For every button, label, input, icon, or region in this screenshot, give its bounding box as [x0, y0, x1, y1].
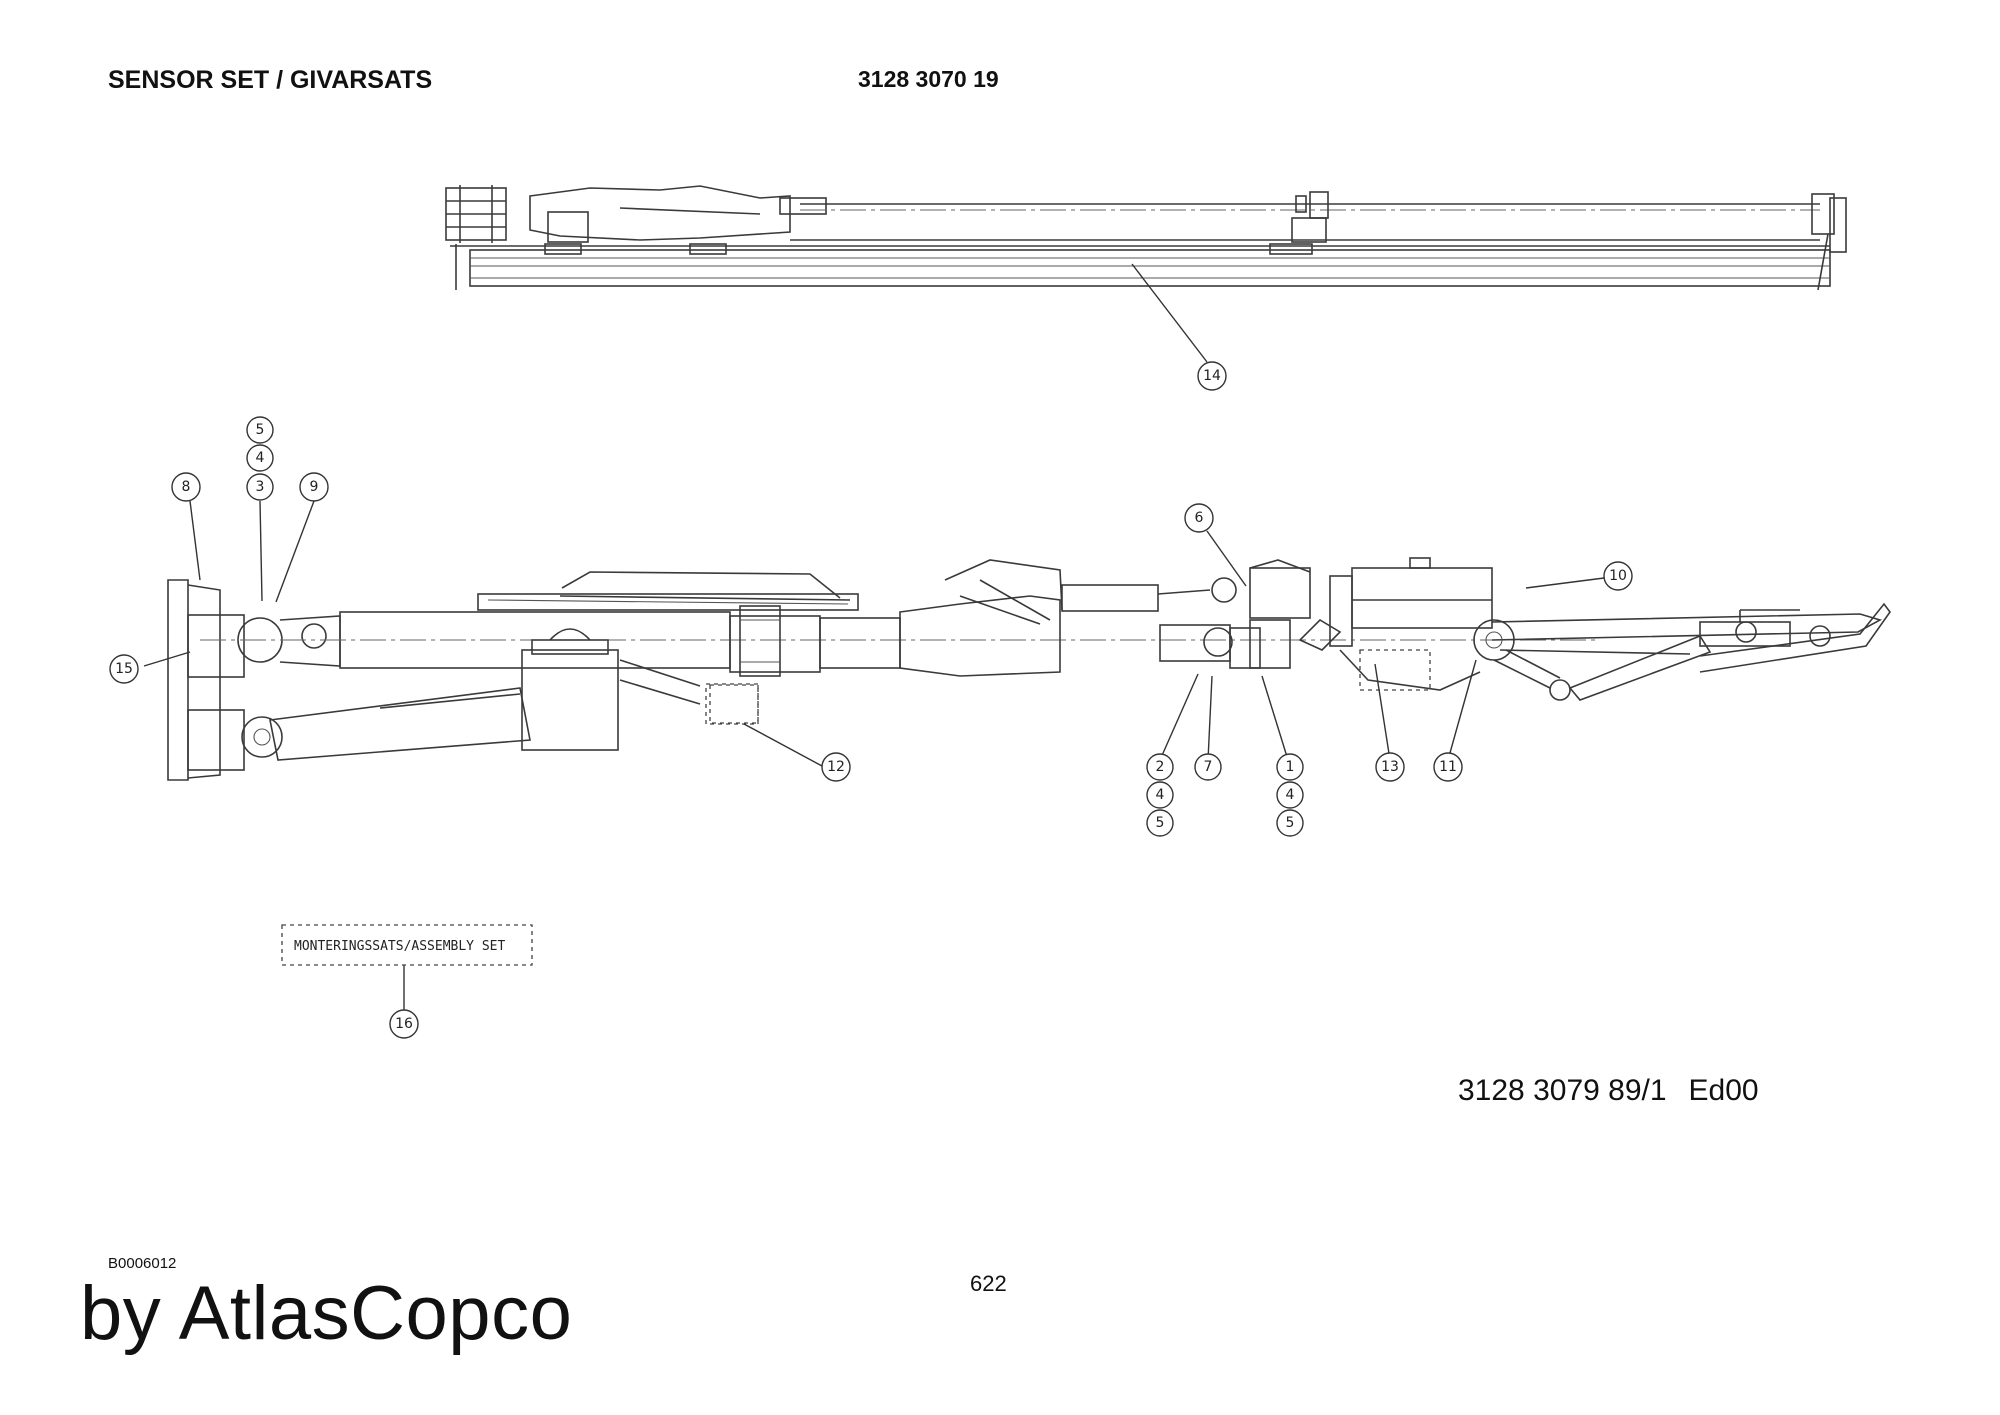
- svg-text:5: 5: [1286, 815, 1295, 831]
- svg-text:3: 3: [256, 479, 265, 495]
- svg-text:9: 9: [310, 479, 319, 495]
- balloon-4-top: 4: [246, 444, 274, 472]
- svg-text:12: 12: [827, 759, 845, 775]
- balloon-7: 7: [1194, 753, 1222, 781]
- image-id: B0006012: [108, 1255, 177, 1272]
- boom-side-view: [167, 557, 1891, 781]
- balloon-1: 1: [1276, 753, 1304, 781]
- svg-text:14: 14: [1203, 368, 1221, 384]
- balloon-5-top: 5: [246, 416, 274, 444]
- part-number: 3128 3070 19: [858, 66, 999, 92]
- balloon-6: 6: [1184, 503, 1214, 533]
- drawing-edition: Ed00: [1688, 1074, 1759, 1107]
- balloon-11: 11: [1433, 752, 1463, 782]
- leader-lines: [143, 263, 1605, 1010]
- svg-text:16: 16: [395, 1016, 413, 1032]
- balloon-10: 10: [1603, 561, 1633, 591]
- feed-beam-top-view: [445, 185, 1847, 291]
- svg-text:4: 4: [1156, 787, 1165, 803]
- document-title: SENSOR SET / GIVARSATS: [108, 66, 433, 94]
- page-number: 622: [970, 1271, 1007, 1296]
- balloon-14: 14: [1197, 361, 1227, 391]
- balloon-15: 15: [109, 654, 139, 684]
- balloon-4-left: 4: [1146, 781, 1174, 809]
- balloon-13: 13: [1375, 752, 1405, 782]
- balloon-8: 8: [171, 472, 201, 502]
- balloon-12: 12: [821, 752, 851, 782]
- assembly-set-label: MONTERINGSSATS/ASSEMBLY SET: [294, 939, 505, 954]
- svg-text:8: 8: [182, 479, 191, 495]
- drawing-reference: 3128 3079 89/1 Ed00: [1458, 1074, 1759, 1108]
- svg-text:7: 7: [1204, 759, 1213, 775]
- brand-footer: by AtlasCopco: [80, 1271, 573, 1356]
- balloon-4-right: 4: [1276, 781, 1304, 809]
- svg-text:10: 10: [1609, 568, 1627, 584]
- balloon-16: 16: [389, 1009, 419, 1039]
- balloon-9: 9: [299, 472, 329, 502]
- part-12-outline: [705, 683, 759, 725]
- svg-text:11: 11: [1439, 759, 1457, 775]
- assembly-set-box: MONTERINGSSATS/ASSEMBLY SET: [281, 924, 533, 966]
- svg-text:15: 15: [115, 661, 133, 677]
- svg-text:13: 13: [1381, 759, 1399, 775]
- svg-text:2: 2: [1156, 759, 1165, 775]
- svg-text:1: 1: [1286, 759, 1295, 775]
- balloon-2: 2: [1146, 753, 1174, 781]
- svg-text:5: 5: [256, 422, 265, 438]
- svg-text:4: 4: [1286, 787, 1295, 803]
- drawing-number: 3128 3079 89/1: [1458, 1074, 1667, 1107]
- balloon-3: 3: [246, 473, 274, 501]
- balloon-5-right: 5: [1276, 809, 1304, 837]
- svg-text:6: 6: [1195, 510, 1204, 526]
- balloon-5-left: 5: [1146, 809, 1174, 837]
- svg-text:5: 5: [1156, 815, 1165, 831]
- svg-text:4: 4: [256, 450, 265, 466]
